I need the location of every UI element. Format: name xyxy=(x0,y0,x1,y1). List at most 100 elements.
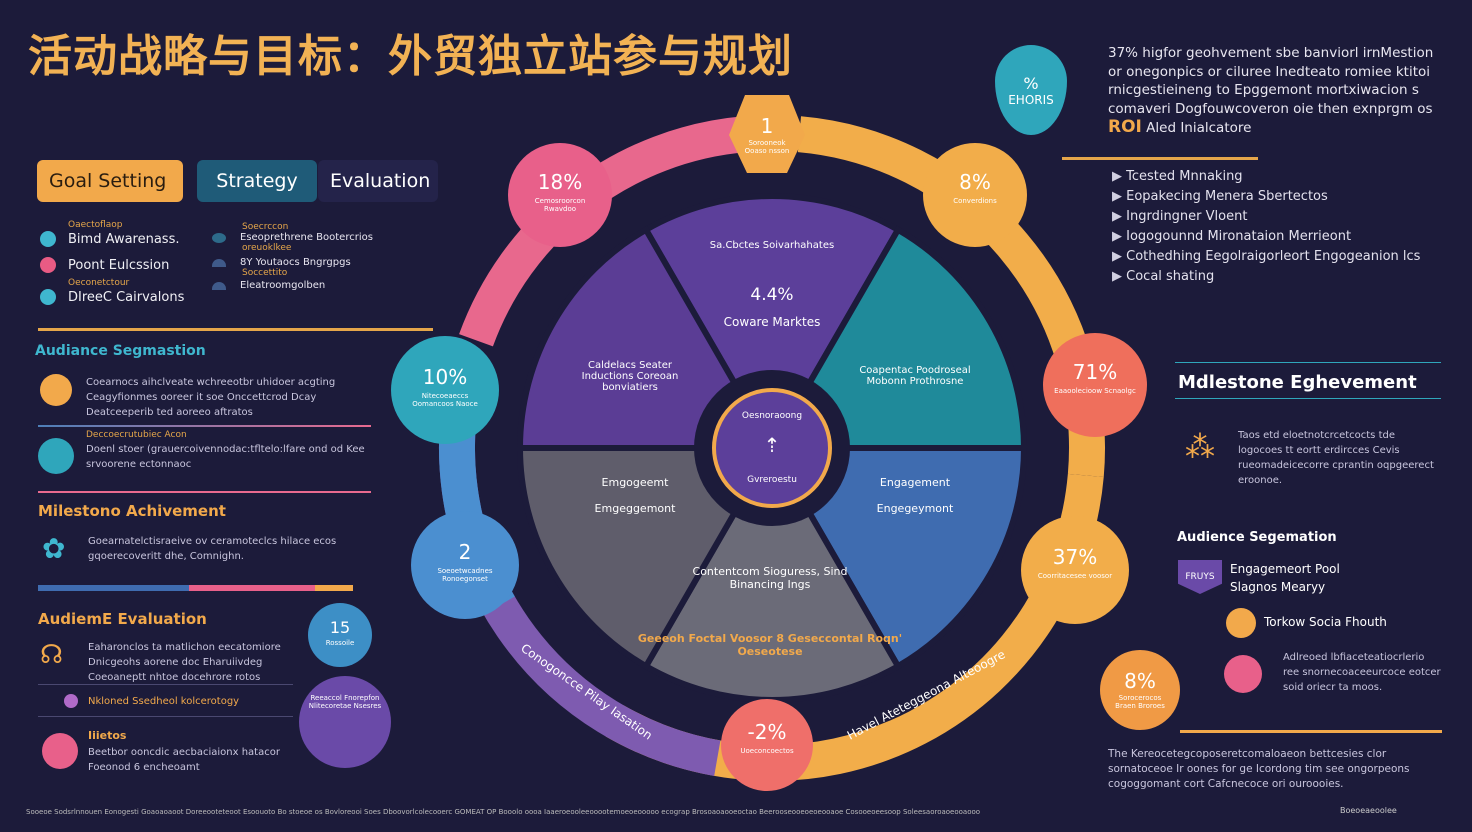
stat-label: Coorritacesee voosor xyxy=(1037,572,1113,580)
audience-seg-tag: Deccoecrutubiec Acon xyxy=(86,430,187,440)
list-item: Eopakecing Menera Sbertectos xyxy=(1112,189,1420,204)
segment-label: Contentcom Sioguress, Sind Binancing Ing… xyxy=(692,565,848,591)
right-milestone-heading: Mdlestone Eghevement xyxy=(1178,372,1417,393)
stat-label: Reeaccol Fnorepfon Nlitecoretae Nsesres xyxy=(308,694,382,711)
strategy-tag: Soccettito xyxy=(242,268,288,278)
stat-label: Cemosroorcon Rwavdoo xyxy=(534,197,586,213)
segment-label: Caldelacs Seater Inductions Coreoan bonv… xyxy=(581,360,679,393)
tab-strategy[interactable]: Strategy xyxy=(197,160,317,202)
stat-value: 10% xyxy=(423,365,467,389)
strategy-dot-icon xyxy=(212,258,226,267)
stat-node-shape xyxy=(508,143,612,247)
goal-label: DIreeC Cairvalons xyxy=(68,289,185,305)
footer-right: Boeoeaeoolee xyxy=(1340,806,1397,815)
audience-icon xyxy=(40,374,72,406)
segment-value: 4.4% xyxy=(750,285,793,305)
intro-text: 37% higfor geohvement sbe banviorl irnMe… xyxy=(1108,44,1443,138)
stat-node: 10%Nitecoeaeccs Oomancoos Naoce xyxy=(391,336,499,444)
bullet-icon xyxy=(64,694,78,708)
goal-dot-icon xyxy=(40,257,56,273)
strategy-label: Eleatroomgolben xyxy=(240,280,326,291)
goal-dot-icon xyxy=(40,231,56,247)
divider xyxy=(1062,157,1258,160)
note-text: The Kereocetegcoposeretcomaloaeon bettce… xyxy=(1108,748,1410,790)
audience-eval-heading: AudiemE Evaluation xyxy=(38,610,207,628)
wheel-sector xyxy=(766,225,1028,451)
badge-percent: % xyxy=(1023,73,1039,93)
stat-node: Reeaccol Fnorepfon Nlitecoretae Nsesres xyxy=(299,676,391,768)
strategy-list: Soecrccon Eseoprethrene Bootercrios oreu… xyxy=(212,222,432,291)
stat-node: 71% Eaaoolecioow Scnaolgc xyxy=(1043,333,1147,437)
divider xyxy=(38,684,293,685)
bottom-band-label: Geeeoh Foctal Voosor 8 Geseccontal Roqn'… xyxy=(637,632,903,658)
strategy-label: Eseoprethrene Bootercrios xyxy=(240,232,373,243)
strategy-dot-icon xyxy=(212,232,226,243)
people-icon: ☊ xyxy=(40,640,64,670)
stat-label: Uoeconcoectos xyxy=(740,747,794,755)
intro-end: Aled Inialcatore xyxy=(1146,120,1252,136)
stat-node-shape xyxy=(1100,650,1180,730)
divider xyxy=(1175,398,1441,399)
segment-label: Emgogeemt Emgeggemont xyxy=(594,476,676,515)
hub-bottom-label: Gvreroestu xyxy=(747,475,797,485)
stat-node: 37% Coorritacesee voosor xyxy=(1021,516,1129,624)
divider xyxy=(38,716,293,717)
divider xyxy=(1175,362,1441,363)
stat-node-shape xyxy=(1021,516,1129,624)
stat-node-shape xyxy=(299,676,391,768)
list-item: Tcested Mnnaking xyxy=(1112,169,1420,184)
goal-label: Bimd Awarenass. xyxy=(68,231,180,247)
stat-value: 2 xyxy=(459,540,472,564)
audience-eval-text: Eaharonclos ta matlichon eecatomiore Dni… xyxy=(88,642,281,683)
footer-text: Sooeoe Sodsrlnnouen Eonogesti Goaoaoaoot… xyxy=(26,808,981,816)
wheel-sector xyxy=(766,445,1028,671)
segment-label: Coapentac Poodroseal Mobonn Prothrosne xyxy=(859,365,971,387)
stat-node-shape xyxy=(923,143,1027,247)
divider xyxy=(38,328,433,331)
audience-seg-text: Coearnocs aihclveate wchreeotbr uhidoer … xyxy=(86,377,336,418)
stat-value: 71% xyxy=(1073,360,1117,384)
segment-text: Engagemeort Pool Slagnos Mearyy xyxy=(1230,562,1340,594)
divider xyxy=(38,491,371,493)
segment-label: Coware Marktes xyxy=(724,315,821,329)
hub-top-label: Oesnoraoong xyxy=(742,411,802,421)
stat-node-shape xyxy=(391,336,499,444)
wheel-sector xyxy=(641,193,903,454)
list-item: Ingrdingner Vloent xyxy=(1112,209,1420,224)
stat-node: 8%Sorocerocos Braen Broroes xyxy=(1100,650,1180,730)
feature-list: Tcested Mnnaking Eopakecing Menera Sbert… xyxy=(1112,169,1420,289)
stat-node-shape xyxy=(1043,333,1147,437)
audience-icon xyxy=(38,438,74,474)
stat-value: 37% xyxy=(1053,545,1097,569)
stat-node-shape xyxy=(308,603,372,667)
stat-value: -2% xyxy=(748,720,787,744)
right-milestone-text: Taos etd eloetnotcrcetcocts tde logocoes… xyxy=(1238,430,1434,486)
page-title: 活动战略与目标：外贸独立站参与规划 xyxy=(28,31,793,82)
globe-icon xyxy=(1224,655,1262,693)
badge-label: EHORIS xyxy=(1008,92,1054,107)
stat-label: Eaaoolecioow Scnaolgc xyxy=(1054,387,1136,395)
stat-value: 1 xyxy=(761,114,774,138)
divider xyxy=(38,425,371,427)
stat-node-shape xyxy=(721,699,813,791)
tab-goal-setting[interactable]: Goal Setting xyxy=(37,160,183,202)
stat-label: Converdions xyxy=(953,197,997,205)
stat-value: 8% xyxy=(959,170,991,194)
milestone-text: Goearnatelctisraeive ov ceramoteclcs hil… xyxy=(88,536,337,562)
segment-text: Torkow Socia Fhouth xyxy=(1264,615,1387,629)
audience-eval-tag: Iiietos xyxy=(88,729,127,742)
stat-value: 15 xyxy=(330,618,350,637)
stat-node: -2% Uoeconcoectos xyxy=(721,699,813,791)
milestone-heading: Milestono Achivement xyxy=(38,502,226,520)
dollar-icon xyxy=(1226,608,1256,638)
stat-label: Sorooneok Ooaso nsson xyxy=(744,139,790,155)
gear-icon: ✿ xyxy=(42,532,66,565)
list-item: Cothedhing Eegolraigorleort Engogeanion … xyxy=(1112,249,1420,264)
segment-label: Engagement Engegeymont xyxy=(876,476,954,515)
stat-value: 8% xyxy=(1124,669,1156,693)
segment-text: Adlreoed lbfiaceteatiocrlerio ree snorne… xyxy=(1283,652,1441,693)
tab-evaluation[interactable]: Evaluation xyxy=(318,160,438,202)
